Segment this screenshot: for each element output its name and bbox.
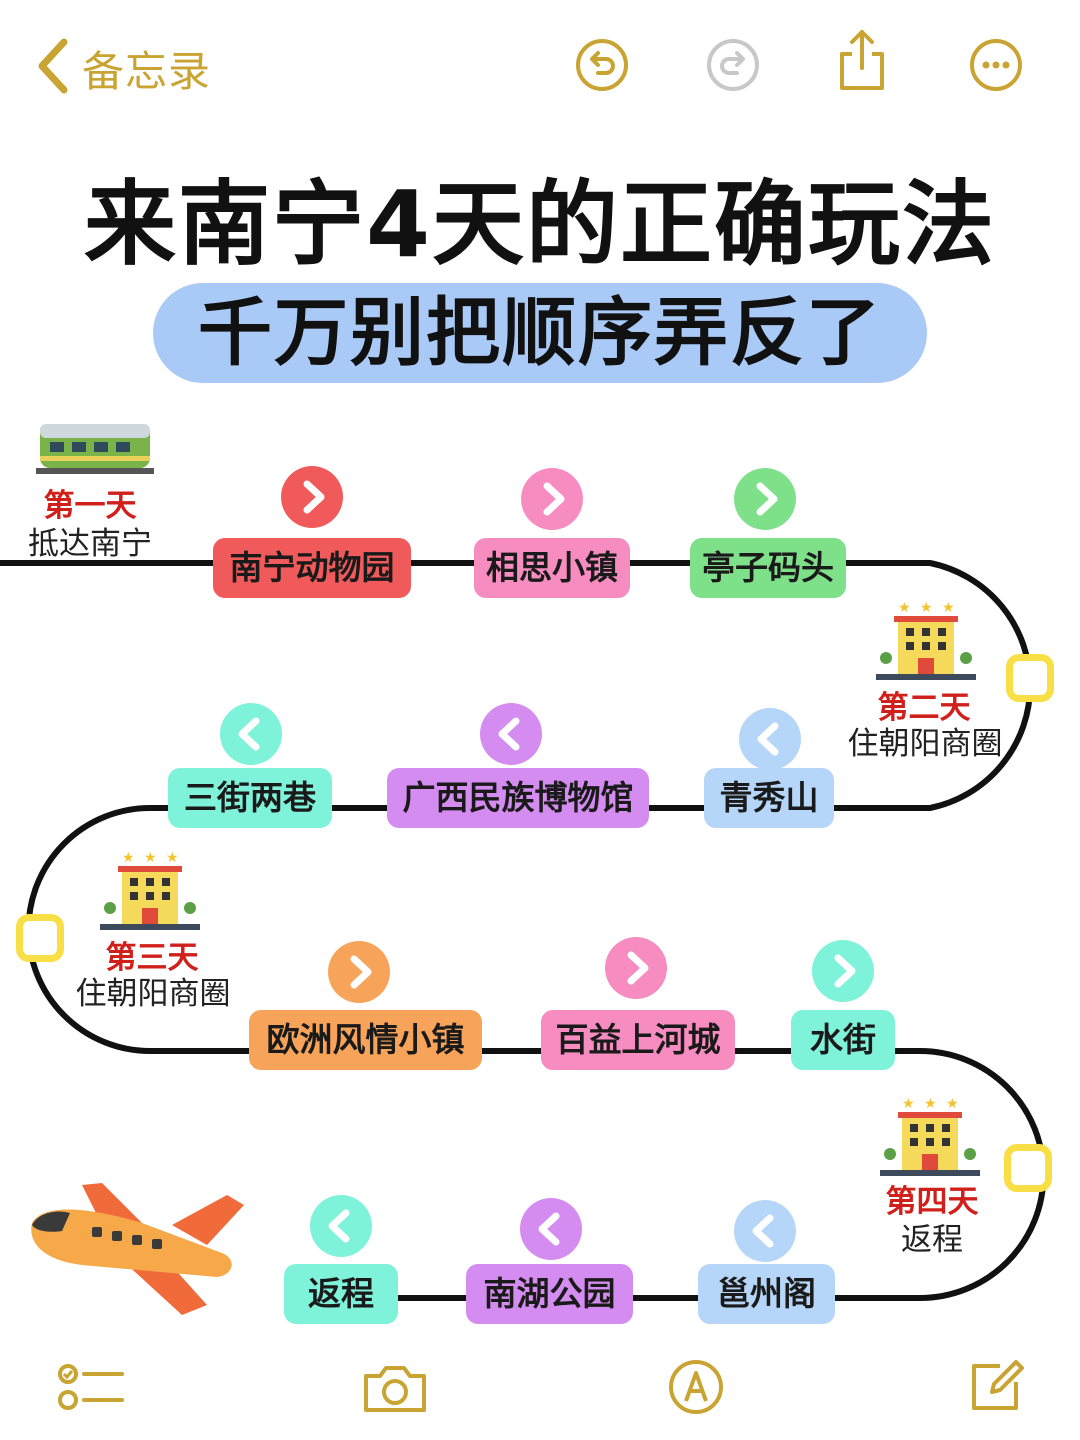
stop-water-street[interactable]: 水街 [791, 1010, 895, 1070]
undo-icon[interactable] [574, 37, 630, 93]
svg-text:★: ★ [946, 1096, 959, 1112]
next-arrow-icon [605, 937, 667, 999]
back-arrow-icon [220, 703, 282, 765]
stop-european-town[interactable]: 欧洲风情小镇 [249, 1010, 482, 1070]
back-label[interactable]: 备忘录 [82, 47, 212, 96]
hotel-icon: ★ ★ ★ [880, 1096, 980, 1176]
page-title: 来南宁4天的正确玩法 [83, 171, 996, 278]
stop-guangxi-museum[interactable]: 广西民族博物馆 [387, 768, 649, 828]
svg-text:★: ★ [924, 1096, 937, 1112]
next-arrow-icon [812, 940, 874, 1002]
station-marker [1006, 654, 1054, 702]
svg-text:★: ★ [122, 850, 135, 866]
svg-text:★: ★ [902, 1096, 915, 1112]
station-marker [16, 914, 64, 962]
next-arrow-icon [734, 468, 796, 530]
day-4-title: 第四天 [885, 1184, 979, 1220]
stop-qingxiu-mountain[interactable]: 青秀山 [704, 768, 834, 828]
stop-nanning-zoo[interactable]: 南宁动物园 [213, 538, 411, 598]
station-marker [1004, 1144, 1052, 1192]
stop-yongzhou-pavilion[interactable]: 邕州阁 [698, 1264, 835, 1324]
hotel-icon: ★ ★ ★ [876, 600, 976, 680]
day-3-title: 第三天 [105, 940, 199, 976]
day-3-subtitle: 住朝阳商圈 [75, 976, 231, 1012]
stop-nanhu-park[interactable]: 南湖公园 [466, 1264, 633, 1324]
next-arrow-icon [521, 468, 583, 530]
stop-xiangsi-town[interactable]: 相思小镇 [474, 538, 630, 598]
checklist-icon[interactable] [56, 1360, 126, 1416]
day-1-subtitle: 抵达南宁 [28, 526, 152, 562]
chevron-left-icon [38, 38, 68, 94]
train-icon [36, 424, 154, 474]
next-arrow-icon [281, 466, 343, 528]
more-icon[interactable] [968, 37, 1024, 93]
airplane-icon [31, 1183, 244, 1315]
day-1-title: 第一天 [43, 488, 137, 524]
back-button[interactable] [28, 30, 228, 100]
svg-text:★: ★ [144, 850, 157, 866]
stop-tingzi-pier[interactable]: 亭子码头 [690, 538, 846, 598]
svg-text:★: ★ [942, 600, 955, 616]
camera-icon[interactable] [360, 1360, 430, 1416]
back-arrow-icon [520, 1198, 582, 1260]
back-arrow-icon [739, 708, 801, 770]
back-arrow-icon [480, 703, 542, 765]
hotel-icon: ★ ★ ★ [100, 850, 200, 930]
svg-text:★: ★ [920, 600, 933, 616]
back-arrow-icon [734, 1200, 796, 1262]
redo-icon[interactable] [705, 37, 761, 93]
day-4-subtitle: 返程 [901, 1222, 963, 1258]
next-arrow-icon [328, 941, 390, 1003]
day-2-title: 第二天 [877, 690, 971, 726]
share-icon[interactable] [834, 26, 890, 94]
stop-return[interactable]: 返程 [284, 1264, 398, 1324]
day-2-subtitle: 住朝阳商圈 [847, 726, 1003, 762]
stop-sanjie-liangxiang[interactable]: 三街两巷 [168, 768, 332, 828]
compose-icon[interactable] [966, 1356, 1026, 1416]
svg-text:★: ★ [898, 600, 911, 616]
svg-text:★: ★ [166, 850, 179, 866]
markup-icon[interactable] [666, 1357, 726, 1417]
stop-baiyi-shanghe[interactable]: 百益上河城 [541, 1010, 735, 1070]
subtitle-banner [153, 283, 927, 383]
back-arrow-icon [310, 1195, 372, 1257]
page-subtitle: 千万别把顺序弄反了 [198, 290, 882, 376]
